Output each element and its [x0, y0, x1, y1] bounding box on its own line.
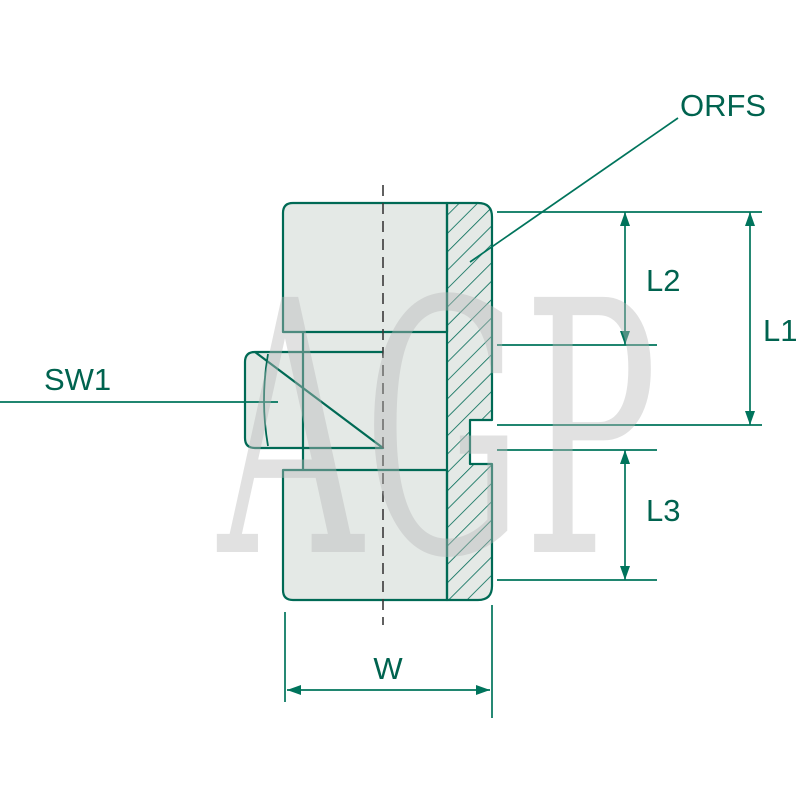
- dimensions: L2 L1 L3 W: [0, 88, 797, 718]
- arrow-l3-bottom: [620, 566, 630, 580]
- label-l3: L3: [646, 493, 680, 528]
- body-bottom-outline: [281, 468, 449, 602]
- label-l2: L2: [646, 263, 680, 298]
- body-bottom-block: [283, 470, 447, 600]
- dimension-l3: L3: [620, 450, 680, 580]
- dimension-l2: L2: [620, 212, 680, 345]
- dimension-w: W: [287, 651, 490, 695]
- arrow-l2-top: [620, 212, 630, 226]
- body-top-outline: [281, 201, 449, 334]
- callout-sw1: SW1: [0, 362, 278, 403]
- body-top-block: [283, 203, 447, 332]
- arrow-w-left: [287, 685, 301, 695]
- watermark: AGP: [215, 227, 658, 635]
- callout-orfs: ORFS: [469, 88, 766, 263]
- hex-chamfer-curve: [263, 353, 269, 447]
- hex-nut: [245, 352, 383, 448]
- dimension-l1: L1: [745, 212, 797, 425]
- arrow-w-right: [476, 685, 490, 695]
- thread-hatch: [447, 203, 492, 600]
- arrow-l1-bottom: [745, 411, 755, 425]
- arrow-l3-top: [620, 450, 630, 464]
- label-orfs: ORFS: [680, 88, 766, 123]
- leader-line-orfs: [469, 117, 679, 263]
- threaded-section-outline: [445, 201, 494, 602]
- label-sw1: SW1: [44, 362, 111, 397]
- label-w: W: [373, 651, 403, 686]
- label-l1: L1: [763, 313, 797, 348]
- hex-nut-outline: [243, 350, 385, 450]
- arrow-l2-bottom: [620, 331, 630, 345]
- fitting-body: [243, 201, 494, 602]
- arrow-l1-top: [745, 212, 755, 226]
